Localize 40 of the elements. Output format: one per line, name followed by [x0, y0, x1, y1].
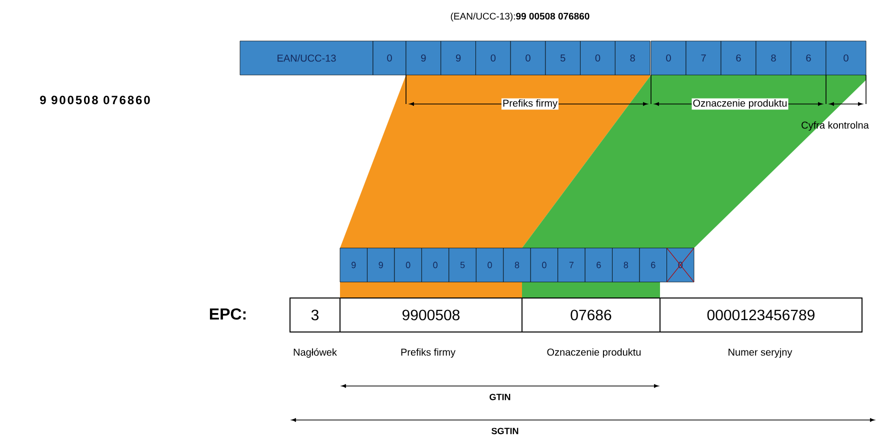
digit-cell: 8 [614, 40, 650, 76]
field-caption: Prefiks firmy [401, 348, 456, 358]
digit-cell: 6 [639, 248, 667, 282]
digit-cell: 0 [826, 40, 866, 76]
field-box: 3 [290, 298, 340, 332]
digit-cell: 7 [686, 40, 722, 76]
field-box: 0000123456789 [660, 298, 862, 332]
digit-cell: 8 [612, 248, 640, 282]
field-caption: Numer seryjny [728, 348, 792, 358]
title: (EAN/UCC-13):99 00508 076860 [450, 12, 590, 22]
field-caption: Oznaczenie produktu [547, 348, 641, 358]
digit-cell: 9 [340, 248, 368, 282]
digit-cell: 9 [406, 40, 442, 76]
dimension-label: Oznaczenie produktu [692, 98, 788, 110]
dimension-label: SGTIN [492, 428, 518, 434]
digit-cell: 0 [372, 40, 406, 76]
digit-cell: 9 [440, 40, 476, 76]
dimension-label: Prefiks firmy [502, 98, 558, 110]
digit-cell: 0 [476, 40, 511, 76]
digit-cell: 0 [476, 248, 504, 282]
digit-cell: 8 [503, 248, 531, 282]
digit-cell: 7 [558, 248, 586, 282]
field-caption: Nagłówek [294, 348, 337, 358]
digit-cell: 6 [584, 248, 613, 282]
digit-cell: 0 [394, 248, 422, 282]
digit-cell: 9 [367, 248, 395, 282]
barcode-number: 9 900508 076860 [40, 96, 150, 104]
field-box: 07686 [522, 298, 660, 332]
digit-cell: 0 [422, 248, 450, 282]
row-label: EPC: [210, 308, 246, 320]
digit-cell: 0 [580, 40, 616, 76]
digit-cell: 6 [720, 40, 756, 76]
digit-cell: 0 [510, 40, 546, 76]
digit-cell: 0 [650, 40, 686, 76]
digit-cell: 6 [790, 40, 826, 76]
dimension-label: GTIN [490, 394, 510, 400]
digit-cell: 0 [530, 248, 558, 282]
digit-cell: 5 [545, 40, 580, 76]
digit-cell: 5 [448, 248, 476, 282]
digit-cell: 8 [756, 40, 792, 76]
